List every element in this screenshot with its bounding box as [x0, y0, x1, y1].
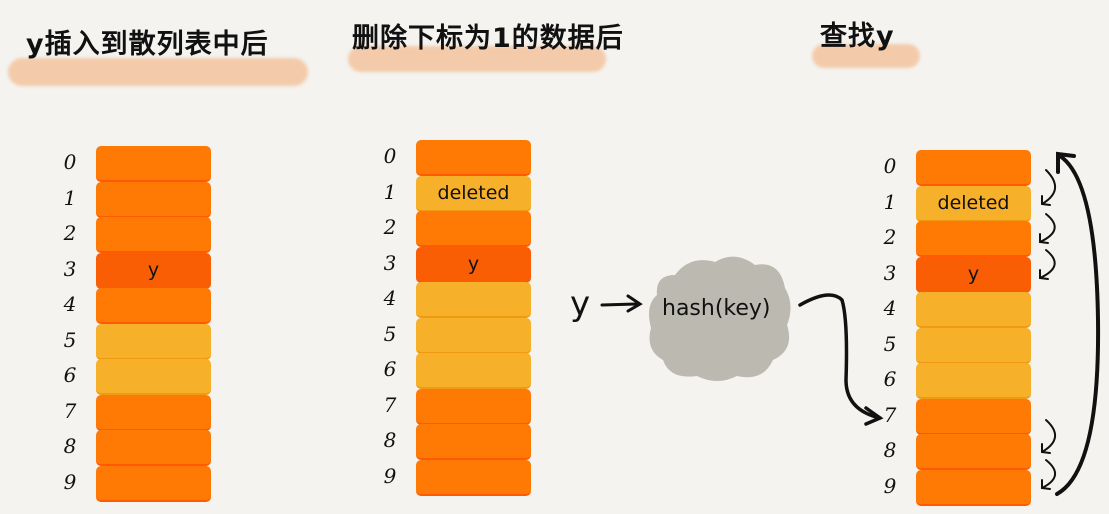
row-index: 5: [883, 331, 897, 356]
table-slot-occupied: [96, 146, 211, 182]
row-index: 2: [883, 225, 897, 249]
row-index: 2: [63, 221, 77, 245]
panel-title-lookup: 查找y: [820, 21, 895, 52]
row-index: 5: [383, 321, 397, 346]
table-slot-empty: deleted: [916, 185, 1031, 222]
row-index: 3: [883, 260, 897, 285]
row-index: 1: [883, 189, 897, 214]
table-slot-occupied: [916, 221, 1031, 257]
row-index: 4: [383, 286, 397, 310]
table-slot-occupied: [916, 398, 1031, 435]
table-slot-occupied: [916, 469, 1031, 506]
table-slot-occupied: [916, 434, 1031, 470]
table-slot-occupied: [416, 388, 531, 425]
table-slot-occupied: [96, 217, 211, 253]
table-slot-occupied: [416, 424, 531, 460]
table-slot-occupied: [416, 211, 531, 247]
row-index: 4: [63, 292, 77, 316]
title-highlight-3: [812, 44, 920, 68]
table-slot-empty: [96, 359, 211, 395]
table-slot-occupied: [916, 150, 1031, 186]
row-index: 0: [383, 144, 397, 168]
row-index: 7: [63, 398, 77, 423]
hash-function-label: hash(key): [662, 296, 771, 321]
row-index: 4: [883, 296, 897, 320]
probe-arrow-icons: [1039, 169, 1056, 490]
row-index: 7: [883, 402, 897, 427]
hash-cloud-icon: [649, 256, 791, 381]
table-slot-occupied: [96, 430, 211, 466]
wraparound-arrow-icon: [1055, 151, 1101, 496]
title-highlight-1: [8, 58, 308, 86]
row-index: 1: [383, 179, 397, 204]
table-slot-occupied: [96, 394, 211, 431]
table-slot-target: y: [96, 252, 211, 289]
table-slot-target: y: [916, 256, 1031, 293]
row-index: 6: [383, 357, 397, 381]
table-slot-occupied: [416, 459, 531, 496]
row-index: 2: [383, 215, 397, 239]
row-index: 8: [63, 434, 77, 458]
row-index: 8: [883, 438, 897, 462]
panel-title-delete: 删除下标为1的数据后: [352, 23, 624, 54]
table-slot-empty: [916, 327, 1031, 364]
row-index: 0: [63, 150, 77, 174]
row-index: 8: [383, 428, 397, 452]
table-slot-occupied: [416, 140, 531, 176]
table-slot-empty: deleted: [416, 175, 531, 212]
arrow-right-icon: [600, 294, 643, 313]
row-index: 3: [63, 256, 77, 281]
table-slot-occupied: [96, 181, 211, 218]
table-slot-empty: [416, 282, 531, 318]
row-index: 5: [63, 327, 77, 352]
table-slot-empty: [96, 323, 211, 360]
row-index: 1: [63, 185, 77, 210]
row-index: 6: [63, 363, 77, 387]
hash-input-key: y: [570, 284, 591, 324]
row-index: 9: [63, 469, 77, 494]
table-slot-empty: [416, 353, 531, 389]
row-index: 9: [883, 473, 897, 498]
row-index: 6: [883, 367, 897, 391]
table-slot-target: y: [416, 246, 531, 283]
row-index: 3: [383, 250, 397, 275]
row-index: 9: [383, 463, 397, 488]
row-index: 0: [883, 154, 897, 178]
curved-arrow-icon: [798, 293, 884, 426]
table-slot-occupied: [96, 288, 211, 324]
table-slot-empty: [916, 363, 1031, 399]
row-index: 7: [383, 392, 397, 417]
table-slot-empty: [916, 292, 1031, 328]
table-slot-occupied: [96, 465, 211, 502]
panel-title-insert: y插入到散列表中后: [26, 29, 269, 60]
table-slot-empty: [416, 317, 531, 354]
title-highlight-2: [348, 46, 606, 72]
